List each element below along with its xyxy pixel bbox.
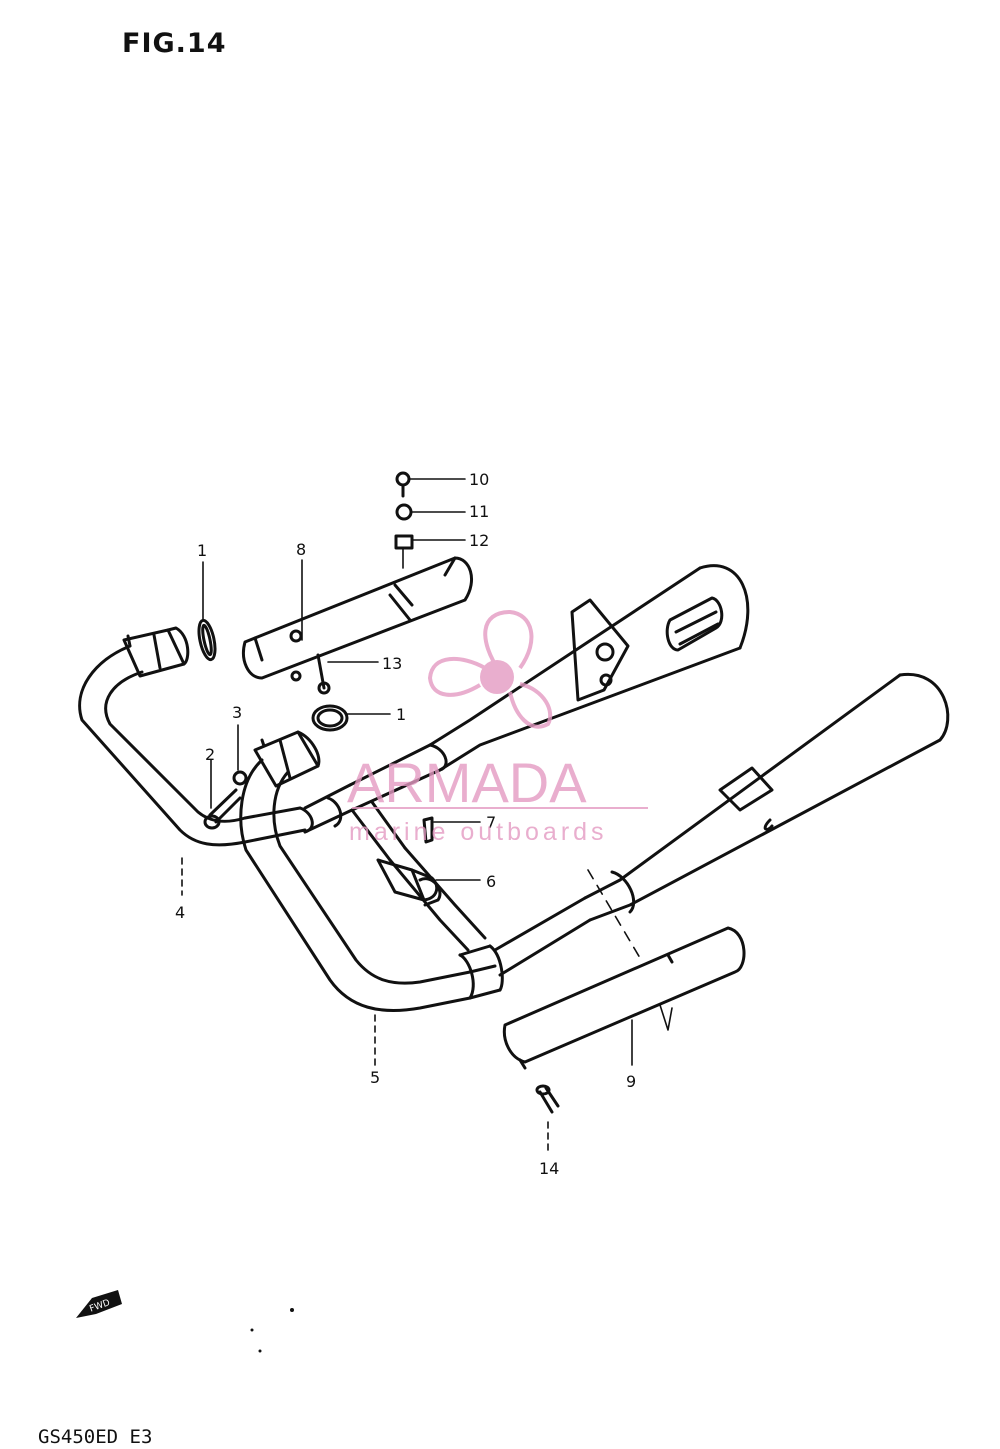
bolt-14 (535, 1084, 560, 1114)
callout-8: 8 (296, 540, 306, 559)
watermark-brand: ARMADA (347, 751, 587, 814)
gasket-1-lower (311, 704, 349, 732)
callout-7: 7 (486, 813, 496, 832)
callout-14: 14 (539, 1159, 559, 1178)
pipe4-head-clamp (122, 626, 190, 678)
pipe5-head-clamp (253, 730, 321, 788)
heat-shield-9 (502, 926, 746, 1070)
bolt-7 (422, 816, 434, 844)
muffler-upper (348, 564, 750, 812)
propeller-icon (427, 609, 553, 729)
callout-5: 5 (370, 1068, 380, 1087)
exhaust-pipe-4 (78, 644, 307, 847)
washer-11 (395, 503, 413, 521)
watermark: ARMADA marine outboards (347, 609, 648, 846)
heat-shield-8 (242, 556, 474, 682)
callout-6: 6 (486, 872, 496, 891)
callout-4: 4 (175, 903, 185, 922)
model-code: GS450ED E3 (38, 1426, 153, 1448)
bolt-10 (395, 471, 411, 498)
gasket-1-upper (197, 618, 217, 662)
bolt-2 (203, 788, 242, 830)
nut-3 (232, 770, 248, 786)
watermark-tagline: marine outboards (349, 818, 608, 846)
callout-1-lower: 1 (396, 705, 406, 724)
leader-lines (181, 478, 673, 1156)
figure-title: FIG.14 (122, 28, 227, 59)
scan-dots (250, 1308, 294, 1353)
callout-9: 9 (626, 1072, 636, 1091)
callout-2: 2 (205, 745, 215, 764)
forward-arrow-icon: FWD (76, 1290, 122, 1318)
muffler-lower (583, 672, 950, 922)
callout-11: 11 (469, 502, 489, 521)
clamp-6 (376, 858, 439, 902)
callout-1-upper: 1 (197, 541, 207, 560)
exhaust-pipe-5 (239, 758, 592, 1012)
callout-3: 3 (232, 703, 242, 722)
cushion-12 (394, 534, 414, 550)
callout-13: 13 (382, 654, 402, 673)
callout-12: 12 (469, 531, 489, 550)
crossover-pipe (298, 783, 487, 952)
bolt-13 (316, 653, 331, 695)
callout-10: 10 (469, 470, 489, 489)
